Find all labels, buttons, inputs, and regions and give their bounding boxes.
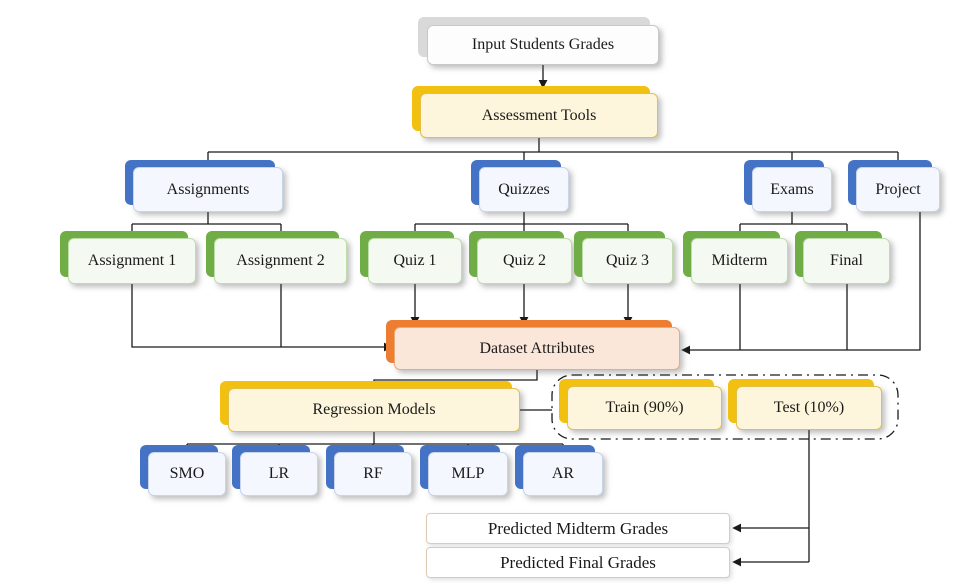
node-quiz-1: Quiz 1 — [368, 238, 462, 284]
node-quiz-3: Quiz 3 — [582, 238, 673, 284]
node-final: Final — [803, 238, 890, 284]
node-assessment-tools: Assessment Tools — [420, 93, 658, 138]
node-input-students-grades: Input Students Grades — [427, 25, 659, 65]
node-midterm: Midterm — [691, 238, 788, 284]
node-rf: RF — [334, 452, 412, 496]
node-mlp: MLP — [428, 452, 508, 496]
node-quizzes: Quizzes — [479, 167, 569, 212]
node-train-split: Train (90%) — [567, 386, 722, 430]
train-test-group-frame — [551, 374, 899, 440]
node-assignment-1: Assignment 1 — [68, 238, 196, 284]
node-regression-models: Regression Models — [228, 388, 520, 432]
node-assignments: Assignments — [133, 167, 283, 212]
node-dataset-attributes: Dataset Attributes — [394, 327, 680, 370]
node-predicted-final-grades: Predicted Final Grades — [426, 547, 730, 578]
node-smo: SMO — [148, 452, 226, 496]
node-quiz-2: Quiz 2 — [477, 238, 572, 284]
node-project: Project — [856, 167, 940, 212]
node-test-split: Test (10%) — [736, 386, 882, 430]
node-exams: Exams — [752, 167, 832, 212]
node-assignment-2: Assignment 2 — [214, 238, 347, 284]
node-lr: LR — [240, 452, 318, 496]
node-ar: AR — [523, 452, 603, 496]
node-predicted-midterm-grades: Predicted Midterm Grades — [426, 513, 730, 544]
